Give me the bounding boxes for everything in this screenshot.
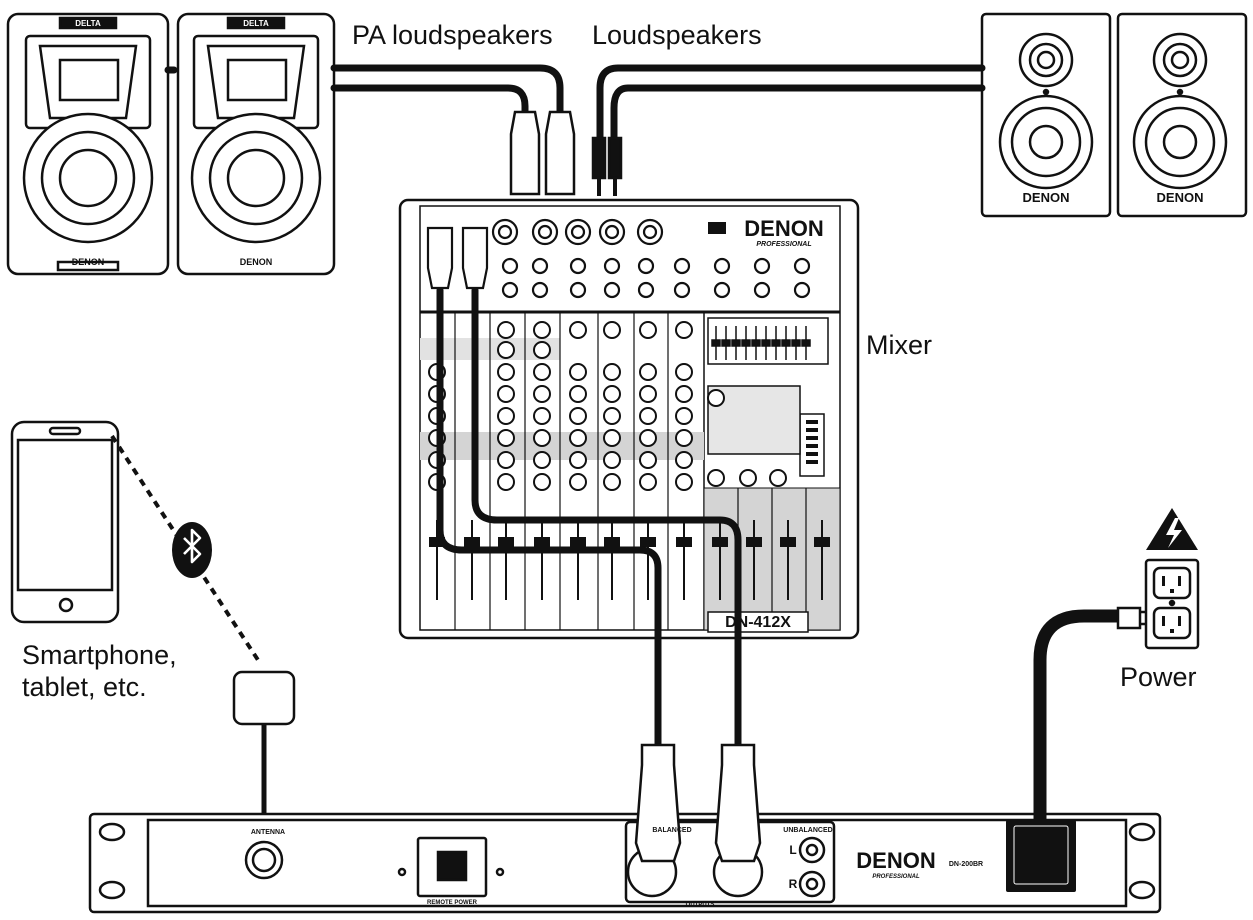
monitor-loudspeaker-left <box>980 12 1112 218</box>
pa-badge-left: DELTA <box>75 19 101 28</box>
mixer-input-jacks <box>491 218 811 299</box>
label-pa-loudspeakers: PA loudspeakers <box>352 20 553 50</box>
mixer-level-meter <box>806 420 818 464</box>
balanced-label: BALANCED <box>652 827 691 834</box>
label-loudspeakers: Loudspeakers <box>592 20 762 50</box>
outlet-slots <box>1162 576 1181 633</box>
bluetooth-icon <box>172 522 212 578</box>
receiver-xlr-plugs <box>634 743 762 863</box>
receiver-model: DN-200BR <box>949 861 983 868</box>
label-smartphone: Smartphone, tablet, etc. <box>22 640 177 704</box>
mixer-brand-sub: PROFESSIONAL <box>756 241 811 248</box>
receiver-brand-sub: PROFESSIONAL <box>872 874 920 880</box>
outputs-label: OUTPUTS <box>686 902 715 908</box>
high-voltage-warning-icon <box>1146 508 1198 550</box>
mixer-to-receiver-cables <box>436 286 742 749</box>
mixer-logo-icon <box>708 222 726 234</box>
output-l-label: L <box>789 843 796 857</box>
mixer-knobs <box>428 321 787 491</box>
label-power: Power <box>1120 662 1197 692</box>
label-smartphone-line1: Smartphone, <box>22 640 177 670</box>
mixer-graphic-eq <box>711 326 811 360</box>
power-cord <box>1033 609 1126 820</box>
power-inlet <box>1006 820 1076 892</box>
pa-xlr-plugs <box>509 110 576 196</box>
monitor-brand-right: DENON <box>1157 190 1204 205</box>
monitor-brand-left: DENON <box>1023 190 1070 205</box>
label-smartphone-line2: tablet, etc. <box>22 671 147 702</box>
mixer-model-plate <box>707 611 809 633</box>
mixer-brand: DENON <box>744 216 823 241</box>
antenna <box>232 670 296 726</box>
monitor-loudspeaker-right <box>1116 12 1248 218</box>
pa-brand-right: DENON <box>240 257 273 267</box>
monitor-jack-plugs <box>591 136 623 196</box>
wall-outlet <box>1144 558 1200 650</box>
pa-brand-left: DENON <box>72 257 105 267</box>
mixer-model: DN-412X <box>725 614 791 631</box>
smartphone <box>10 420 120 624</box>
remote-power-label: REMOTE POWER <box>427 900 478 906</box>
label-mixer: Mixer <box>866 330 932 360</box>
mixer-xlr-inputs <box>426 226 489 290</box>
antenna-port-label: ANTENNA <box>251 829 285 836</box>
receiver-brand: DENON <box>856 848 935 873</box>
pa-loudspeaker-right <box>176 12 336 276</box>
pa-speaker-cables <box>164 64 564 116</box>
pa-badge-right: DELTA <box>243 19 269 28</box>
pa-loudspeaker-left <box>6 12 170 276</box>
unbalanced-label: UNBALANCED <box>783 827 832 834</box>
output-r-label: R <box>789 877 798 891</box>
mixer-faders <box>429 520 830 600</box>
monitor-speaker-cables <box>596 64 986 144</box>
